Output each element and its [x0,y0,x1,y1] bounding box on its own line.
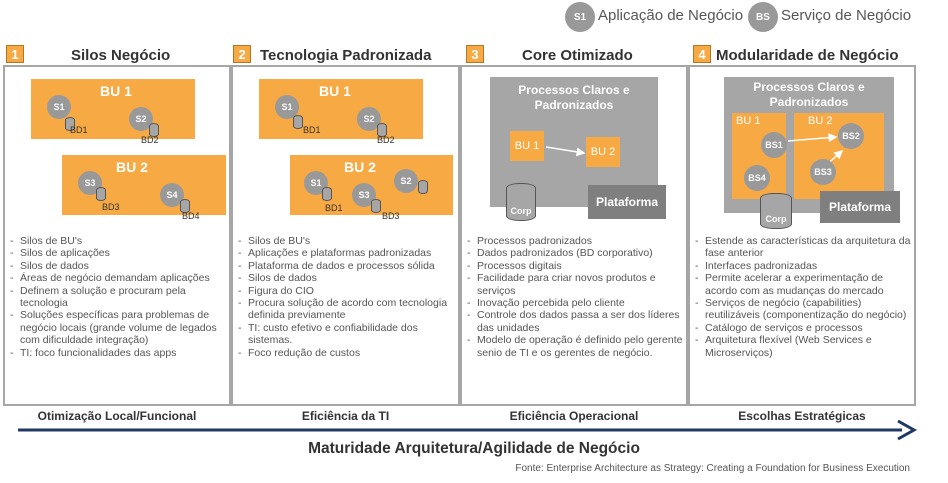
list-item: Silos de aplicações [10,247,228,260]
stage-3-number: 3 [466,45,484,63]
stage-2-panel: BU 1 S1 BD1 S2 BD2 BU 2 S1 BD1 S3 BD3 S2… [231,65,460,406]
db-icon [322,187,332,201]
legend-app-icon: S1 [565,2,595,32]
list-item: Interfaces padronizadas [695,260,913,273]
db-label: BD1 [303,125,321,135]
service-bs4-icon: BS4 [744,165,770,191]
stage-3-bullets: Processos padronizados Dados padronizado… [467,235,685,359]
db-icon [418,180,428,194]
bu-2-box: BU 2 S3 BD3 S4 BD4 [62,155,226,221]
db-icon [293,115,303,129]
legend-service-icon: BS [748,2,778,32]
stage-4-footer: Escolhas Estratégicas [738,409,866,423]
maturity-label: Maturidade Arquitetura/Agilidade de Negó… [308,440,640,457]
stage-3-title: Core Otimizado [522,47,633,64]
bu-2-title: BU 2 [344,159,376,175]
list-item: Procura solução de acordo com tecnologia… [238,297,457,322]
app-s1-icon: S1 [47,95,71,119]
db-icon [65,117,75,131]
service-bs1-icon: BS1 [761,132,787,158]
maturity-arrow [18,419,918,441]
db-icon [149,123,159,137]
list-item: Estende as características da arquitetur… [695,235,913,260]
corp-db-icon: Corp [506,183,536,221]
bu-2-title: BU 2 [808,115,833,127]
bu-2-title: BU 2 [116,159,148,175]
db-label: BD3 [382,211,400,221]
legend-service-label: Serviço de Negócio [781,7,912,24]
stage-4-panel: Processos Claros e Padronizados BU 1 BU … [688,65,916,406]
list-item: Controle dos dados passa a ser dos líder… [467,309,685,334]
db-label: BD2 [141,135,159,145]
service-bs3-icon: BS3 [810,159,836,185]
list-item: Figura do CIO [238,285,457,298]
source-note: Fonte: Enterprise Architecture as Strate… [515,463,910,474]
stage-2-title: Tecnologia Padronizada [260,47,432,64]
bu-1-title: BU 1 [736,115,761,127]
platform-box: Plataforma [588,185,666,219]
db-icon [371,199,381,213]
stage-2-footer: Eficiência da TI [301,409,390,423]
list-item: Permite acelerar a experimentação de aco… [695,272,913,297]
corp-db-icon: Corp [760,193,792,229]
bu-1-title: BU 1 [100,83,132,99]
app-s2-icon: S2 [394,169,418,193]
list-item: Silos de BU's [10,235,228,248]
stage-2-bullets: Silos de BU's Aplicações e plataformas p… [238,235,457,359]
db-label: BD2 [377,135,395,145]
list-item: Áreas de negócio demandam aplicações [10,272,228,285]
list-item: Foco redução de custos [238,347,457,360]
list-item: Inovação percebida pelo cliente [467,297,685,310]
list-item: Serviços de negócio (capabilities) reuti… [695,297,913,322]
stage-1-panel: BU 1 S1 BD1 S2 BD2 BU 2 S3 BD3 S4 BD4 Si… [3,65,231,406]
db-icon [180,199,190,213]
stage-3-panel: Processos Claros e Padronizados BU 1 BU … [460,65,688,406]
stage-4-bullets: Estende as características da arquitetur… [695,235,913,359]
list-item: Silos de dados [10,260,228,273]
db-label: BD1 [325,203,343,213]
list-item: Dados padronizados (BD corporativo) [467,247,685,260]
list-item: Soluções específicas para problemas de n… [10,309,228,346]
list-item: Silos de dados [238,272,457,285]
stage-2-number: 2 [233,45,251,63]
process-title: Processos Claros e Padronizados [518,83,630,112]
db-label: BD3 [102,202,120,212]
db-label: BD1 [70,125,88,135]
bu-2-box: BU 2 [586,137,620,167]
bu-link-arrow [545,146,586,157]
process-title: Processos Claros e Padronizados [753,80,865,109]
stage-1-number: 1 [6,45,24,63]
list-item: Silos de BU's [238,235,457,248]
bu-1-title: BU 1 [319,83,351,99]
db-icon [377,123,387,137]
list-item: Definem a solução e procuram pela tecnol… [10,285,228,310]
stage-1-title: Silos Negócio [71,47,171,64]
stage-4-number: 4 [693,45,711,63]
list-item: Catálogo de serviços e processos [695,322,913,335]
stage-4-title: Modularidade de Negócio [716,47,899,64]
stage-1-footer: Otimização Local/Funcional [37,409,197,423]
list-item: TI: custo efetivo e confiabilidade dos s… [238,322,457,347]
list-item: Facilidade para criar novos produtos e s… [467,272,685,297]
db-icon [96,187,106,201]
bu-1-box: BU 1 [510,131,544,161]
list-item: Arquitetura flexível (Web Services e Mic… [695,334,913,359]
list-item: Processos digitais [467,260,685,273]
list-item: Processos padronizados [467,235,685,248]
list-item: Modelo de operação é definido pelo geren… [467,334,685,359]
stage-3-footer: Eficiência Operacional [509,409,639,423]
stage-1-bullets: Silos de BU's Silos de aplicações Silos … [10,235,228,359]
legend-app-label: Aplicação de Negócio [598,7,744,24]
db-label: BD4 [182,211,200,221]
service-bs2-icon: BS2 [838,123,864,149]
bu-1-box: BU 1 S1 BD1 S2 BD2 [31,79,195,145]
bu-2-box: BU 2 S1 BD1 S3 BD3 S2 [290,155,453,221]
platform-box: Plataforma [820,191,900,223]
list-item: Aplicações e plataformas padronizadas [238,247,457,260]
list-item: Plataforma de dados e processos sólida [238,260,457,273]
list-item: TI: foco funcionalidades das apps [10,347,228,360]
bu-1-box: BU 1 S1 BD1 S2 BD2 [259,79,423,145]
